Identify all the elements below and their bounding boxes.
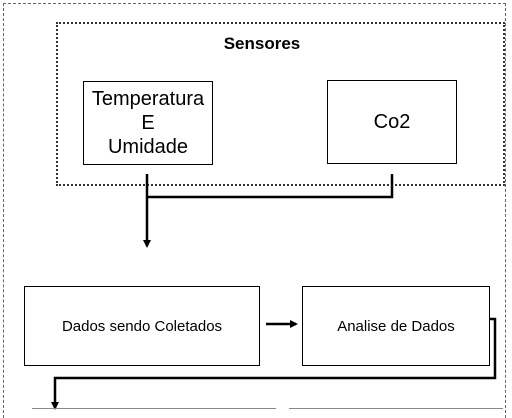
data-collecting-node: Dados sendo Coletados: [24, 286, 260, 366]
analysis-output-connector: [51, 317, 497, 410]
temperature-humidity-node: Temperatura E Umidade: [83, 81, 213, 165]
co2-node: Co2: [327, 80, 457, 164]
co2-connector: [147, 174, 394, 199]
next-box-top-edge-right: [289, 408, 503, 409]
sensors-group: [56, 22, 505, 186]
temperature-humidity-label: Temperatura E Umidade: [91, 88, 205, 158]
co2-label: Co2: [373, 110, 411, 133]
next-box-top-edge-left: [32, 408, 276, 409]
data-collecting-label: Dados sendo Coletados: [61, 317, 223, 335]
outer-frame: [3, 3, 506, 418]
data-analysis-label: Analise de Dados: [337, 317, 455, 335]
data-analysis-node: Analise de Dados: [302, 286, 490, 366]
sensors-group-title: Sensores: [223, 34, 301, 53]
